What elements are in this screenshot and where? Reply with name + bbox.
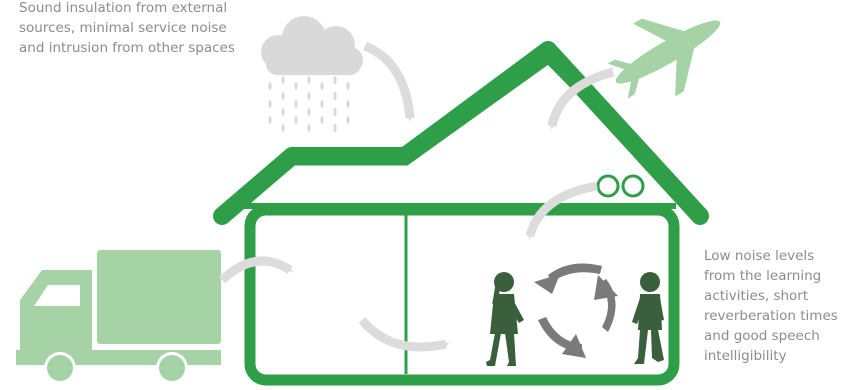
rain-drop — [281, 108, 284, 116]
caption-line: reverberation times — [704, 306, 838, 326]
airplane-icon — [595, 0, 741, 118]
caption-line: Low noise levels — [704, 246, 838, 266]
rain-drop — [320, 82, 323, 90]
rain-drop — [307, 76, 310, 84]
rain-drop — [346, 100, 349, 108]
sound-path-arrows — [222, 46, 613, 347]
rain-drop — [307, 92, 310, 100]
rain-cloud-icon — [261, 16, 363, 132]
rain-drop — [307, 124, 310, 132]
rain-drop — [333, 76, 336, 84]
rain-drop — [294, 82, 297, 90]
rain-drop — [294, 116, 297, 124]
rain-drop — [268, 82, 271, 90]
rain-drop — [268, 100, 271, 108]
child-girl-icon — [486, 272, 524, 366]
reverberation-cycle-icon — [534, 263, 618, 358]
caption-line: intelligibility — [704, 346, 838, 366]
caption-line: sources, minimal service noise — [19, 18, 235, 38]
caption-line: and good speech — [704, 326, 838, 346]
caption-line: activities, short — [704, 286, 838, 306]
rain-drop — [281, 76, 284, 84]
caption-line: and intrusion from other spaces — [19, 38, 235, 58]
rain-drop — [320, 100, 323, 108]
rain-drop — [294, 100, 297, 108]
flanking-sound-arrow — [362, 320, 446, 347]
caption-line: from the learning — [704, 266, 838, 286]
rain-drop — [333, 108, 336, 116]
rain-drop — [320, 116, 323, 124]
ventilation-fan-icon — [598, 176, 643, 196]
rain-drop — [333, 92, 336, 100]
internal-sound-caption: Low noise levels from the learning activ… — [704, 246, 838, 366]
house-outline — [222, 50, 700, 380]
rain-drop — [346, 116, 349, 124]
rain-sound-arrow — [365, 46, 410, 118]
rain-drop — [346, 82, 349, 90]
rain-drop — [281, 92, 284, 100]
rain-drop — [307, 108, 310, 116]
caption-line: Sound insulation from external — [19, 0, 235, 18]
truck-sound-arrow — [222, 261, 290, 280]
rain-drop — [333, 124, 336, 132]
external-sound-caption: Sound insulation from external sources, … — [19, 0, 235, 58]
child-boy-icon — [632, 272, 664, 364]
truck-icon — [16, 250, 221, 384]
rain-drop — [281, 124, 284, 132]
rain-drop — [268, 116, 271, 124]
